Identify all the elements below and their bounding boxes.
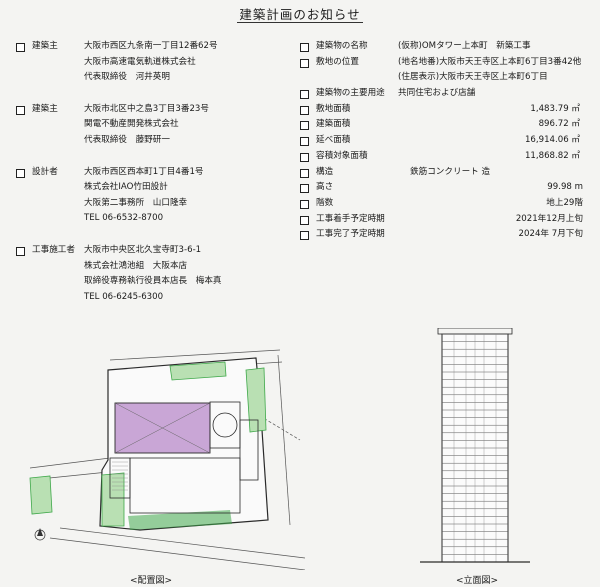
party-designer: 設計者 大阪市西区西本町1丁目4番1号 株式会社IAO竹田設計 大阪第二事務所 … bbox=[16, 165, 296, 227]
spec-floor-area: 延べ面積 16,914.06 ㎡ bbox=[300, 133, 595, 149]
spec-value: 1,483.79 ㎡ bbox=[530, 103, 580, 114]
spec-building-area: 建築面積 896.72 ㎡ bbox=[300, 117, 595, 133]
facade-mullions bbox=[453, 334, 497, 562]
spec-value: (住居表示)大阪市天王寺区上本町6丁目 bbox=[398, 72, 548, 83]
spec-value: 99.98 m bbox=[547, 182, 583, 193]
spec-structure: 構造 鉄筋コンクリート 造 bbox=[300, 165, 595, 181]
spec-value: 共同住宅および店舗 bbox=[398, 88, 476, 99]
spec-value: 16,914.06 ㎡ bbox=[524, 135, 580, 146]
spec-site-area: 敷地面積 1,483.79 ㎡ bbox=[300, 102, 595, 118]
spec-use: 建築物の主要用途 共同住宅および店舗 bbox=[300, 86, 595, 102]
party-address: 大阪市西区九条南一丁目12番62号 bbox=[84, 41, 218, 51]
spec-label: 階数 bbox=[316, 197, 334, 208]
spec-finish: 工事完了予定時期 2024年 7月下旬 bbox=[300, 227, 595, 243]
specs-column: 建築物の名称 (仮称)OMタワー上本町 新築工事 敷地の位置 (地名地番)大阪市… bbox=[300, 39, 595, 243]
bullet-square-icon bbox=[300, 152, 309, 162]
party-representative: 取締役専務執行役員本店長 梅本真 bbox=[84, 276, 222, 287]
bullet-square-icon bbox=[300, 184, 309, 194]
spec-far-area: 容積対象面積 11,868.82 ㎡ bbox=[300, 149, 595, 165]
party-owner-2: 建築主 大阪市北区中之島3丁目3番23号 関電不動産開発株式会社 代表取締役 藤… bbox=[16, 102, 296, 149]
party-label: 建築主 bbox=[32, 103, 58, 114]
spec-value: 11,868.82 ㎡ bbox=[524, 150, 580, 161]
spec-value: 2024年 7月下旬 bbox=[518, 229, 583, 240]
party-company: 関電不動産開発株式会社 bbox=[84, 119, 179, 130]
party-address: 大阪市北区中之島3丁目3番23号 bbox=[84, 103, 209, 114]
notice-title-text: 建築計画のお知らせ bbox=[237, 7, 363, 23]
bullet-square-icon bbox=[16, 168, 25, 178]
party-address: 大阪市西区西本町1丁目4番1号 bbox=[84, 166, 204, 177]
bullet-square-icon bbox=[16, 43, 25, 52]
site-plan-drawing bbox=[29, 349, 305, 570]
landscape-green bbox=[29, 361, 267, 530]
spec-name: 建築物の名称 (仮称)OMタワー上本町 新築工事 bbox=[300, 39, 595, 55]
spec-value: (仮称)OMタワー上本町 新築工事 bbox=[398, 41, 531, 51]
party-label: 建築主 bbox=[32, 41, 58, 51]
spec-label: 工事着手予定時期 bbox=[316, 213, 385, 224]
spec-value: 896.72 ㎡ bbox=[538, 119, 580, 130]
spec-label: 建築物の主要用途 bbox=[316, 88, 385, 99]
party-phone: TEL 06-6245-6300 bbox=[84, 291, 164, 302]
notice-title: 建築計画のお知らせ bbox=[0, 4, 600, 23]
elevation-drawing bbox=[420, 328, 530, 563]
party-label: 設計者 bbox=[32, 166, 58, 177]
bullet-square-icon bbox=[300, 90, 309, 100]
north-arrow-icon bbox=[34, 528, 46, 541]
site-plan-caption: <配置図> bbox=[130, 576, 173, 586]
party-address: 大阪市中央区北久宝寺町3-6-1 bbox=[84, 244, 202, 255]
spec-label: 構造 bbox=[316, 166, 334, 177]
spec-label: 高さ bbox=[316, 182, 334, 193]
party-representative: 代表取締役 藤野研一 bbox=[84, 134, 170, 145]
roof-crown bbox=[437, 328, 513, 335]
spec-location: 敷地の位置 (地名地番)大阪市天王寺区上本町6丁目3番42他 bbox=[300, 55, 595, 71]
bullet-square-icon bbox=[300, 58, 309, 68]
bullet-square-icon bbox=[300, 121, 309, 131]
building-outlines bbox=[109, 401, 259, 514]
bullet-square-icon bbox=[300, 199, 309, 209]
bullet-square-icon bbox=[300, 215, 309, 225]
spec-label: 容積対象面積 bbox=[316, 150, 368, 161]
spec-value: 鉄筋コンクリート 造 bbox=[410, 166, 491, 177]
party-office: 大阪第二事務所 山口隆幸 bbox=[84, 197, 188, 208]
party-representative: 代表取締役 河井英明 bbox=[84, 72, 170, 83]
spec-value: (地名地番)大阪市天王寺区上本町6丁目3番42他 bbox=[398, 56, 582, 67]
spec-value: 2021年12月上旬 bbox=[515, 213, 583, 224]
bullet-square-icon bbox=[300, 137, 309, 147]
party-owner-1: 建築主 大阪市西区九条南一丁目12番62号 大阪市高速電気軌道株式会社 代表取締… bbox=[16, 39, 296, 86]
bullet-square-icon bbox=[300, 231, 309, 241]
spec-location-2: (住居表示)大阪市天王寺区上本町6丁目 bbox=[300, 70, 595, 86]
party-company: 株式会社鴻池組 大阪本店 bbox=[84, 260, 188, 271]
spec-label: 建築面積 bbox=[316, 119, 351, 130]
spec-label: 敷地面積 bbox=[316, 103, 351, 114]
spec-label: 延べ面積 bbox=[316, 135, 351, 146]
elevation-caption: <立面図> bbox=[456, 576, 499, 586]
party-label: 工事施工者 bbox=[32, 244, 75, 255]
bullet-square-icon bbox=[16, 246, 25, 256]
spec-floors: 階数 地上29階 bbox=[300, 196, 595, 212]
spec-label: 工事完了予定時期 bbox=[316, 229, 385, 240]
spec-start: 工事着手予定時期 2021年12月上旬 bbox=[300, 212, 595, 228]
bullet-square-icon bbox=[300, 43, 309, 52]
party-company: 株式会社IAO竹田設計 bbox=[84, 182, 168, 193]
party-contractor: 工事施工者 大阪市中央区北久宝寺町3-6-1 株式会社鴻池組 大阪本店 取締役専… bbox=[16, 243, 296, 305]
spec-value: 地上29階 bbox=[546, 197, 583, 208]
party-phone: TEL 06-6532-8700 bbox=[84, 213, 164, 224]
stair-hatch bbox=[112, 461, 128, 491]
bullet-square-icon bbox=[16, 105, 25, 115]
spec-height: 高さ 99.98 m bbox=[300, 180, 595, 196]
party-company: 大阪市高速電気軌道株式会社 bbox=[84, 56, 196, 67]
spec-label: 敷地の位置 bbox=[316, 56, 359, 67]
spec-label: 建築物の名称 bbox=[316, 41, 368, 51]
bullet-square-icon bbox=[300, 168, 309, 178]
parties-column: 建築主 大阪市西区九条南一丁目12番62号 大阪市高速電気軌道株式会社 代表取締… bbox=[16, 39, 296, 315]
bullet-square-icon bbox=[300, 105, 309, 115]
